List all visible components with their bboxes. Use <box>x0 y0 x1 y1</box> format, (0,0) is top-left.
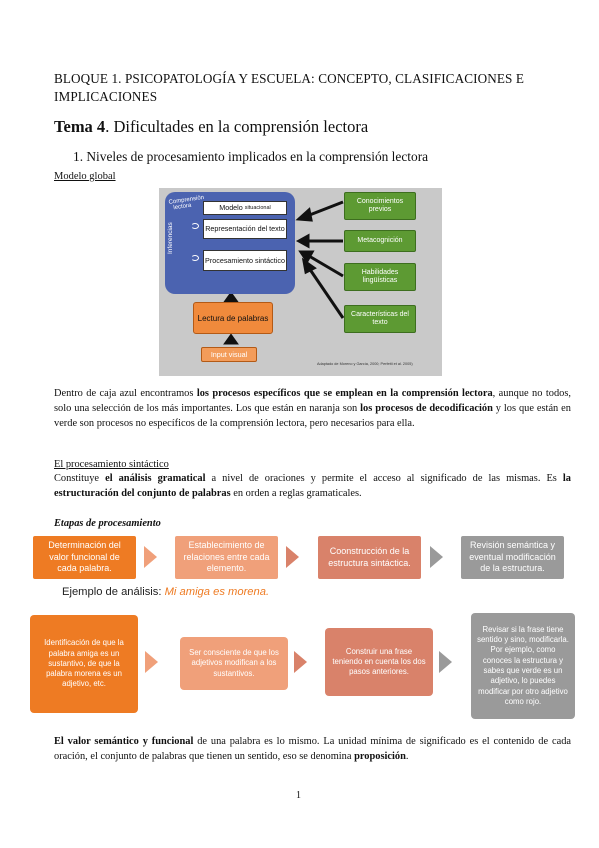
ejemplo-box-2: Ser consciente de que los adjetivos modi… <box>180 637 288 690</box>
arrow-right-icon <box>145 651 158 673</box>
habilidades-linguisticas-box: Habilidades lingüísticas <box>344 263 416 291</box>
conocimientos-previos-box: Conocimientos previos <box>344 192 416 220</box>
paragraph-valor-semantico: El valor semántico y funcional de una pa… <box>54 736 572 762</box>
paragraph-colores: Dentro de caja azul encontramos los proc… <box>54 388 571 429</box>
etapa-box-2: Establecimiento de relaciones entre cada… <box>175 536 278 579</box>
modelo-global-figure: Comprensión lectora Inferencias Modelo s… <box>159 188 442 376</box>
ejemplo-sentence: Mi amiga es morena <box>164 586 266 598</box>
procesamiento-sintactico-box: Procesamiento sintáctico <box>203 250 287 271</box>
tema-number: Tema 4 <box>54 117 106 136</box>
ejemplo-box-1: Identificación de que la palabra amiga e… <box>30 615 138 713</box>
etapa-box-4: Revisión semántica y eventual modificaci… <box>461 536 564 579</box>
comprension-lectora-label: Comprensión lectora <box>168 194 205 212</box>
etapa-box-1: Determinación del valor funcional de cad… <box>33 536 136 579</box>
metacognicion-box: Metacognición <box>344 230 416 252</box>
modelo-global-subheading: Modelo global <box>54 171 116 182</box>
lectura-palabras-box: Lectura de palabras <box>193 302 273 334</box>
input-visual-box: Input visual <box>201 347 257 362</box>
page-number: 1 <box>296 790 301 801</box>
arrow-right-icon <box>439 651 452 673</box>
etapas-title: Etapas de procesamiento <box>54 518 161 529</box>
procesamiento-sintactico-title: El procesamiento sintáctico <box>54 459 169 470</box>
tema-title: . Dificultades en la comprensión lectora <box>105 117 369 136</box>
etapa-box-3: Coonstrucción de la estructura sintáctic… <box>318 536 421 579</box>
arrow-right-icon <box>144 546 157 568</box>
tema-heading: Tema 4. Dificultades en la comprensión l… <box>54 117 368 137</box>
procesos-especificos-box: Comprensión lectora Inferencias Modelo s… <box>165 192 295 294</box>
figure-arrows <box>223 200 345 345</box>
inferencias-label: Inferencias <box>167 222 174 254</box>
cycle-icon <box>191 255 199 261</box>
ejemplo-box-4: Revisar si la frase tiene sentido y sino… <box>471 613 575 719</box>
bloque-heading: BLOQUE 1. PSICOPATOLOGÍA Y ESCUELA: CONC… <box>54 71 524 104</box>
ejemplo-label: Ejemplo de análisis: Mi amiga es morena. <box>62 586 270 598</box>
caracteristicas-texto-box: Características del texto <box>344 305 416 333</box>
cycle-icon <box>191 223 199 229</box>
modelo-situacional-box: Modelo situacional <box>203 201 287 215</box>
arrow-right-icon <box>430 546 443 568</box>
arrow-right-icon <box>294 651 307 673</box>
ejemplo-box-3: Construir una frase teniendo en cuenta l… <box>325 628 433 696</box>
representacion-texto-box: Representación del texto <box>203 219 287 239</box>
section-heading: 1. Niveles de procesamiento implicados e… <box>73 149 429 164</box>
arrow-right-icon <box>286 546 299 568</box>
figure-attribution: Adaptado de Moreno y García, 2000; Perfe… <box>317 362 413 366</box>
paragraph-sintactico: Constituye el análisis gramatical a nive… <box>54 473 571 499</box>
